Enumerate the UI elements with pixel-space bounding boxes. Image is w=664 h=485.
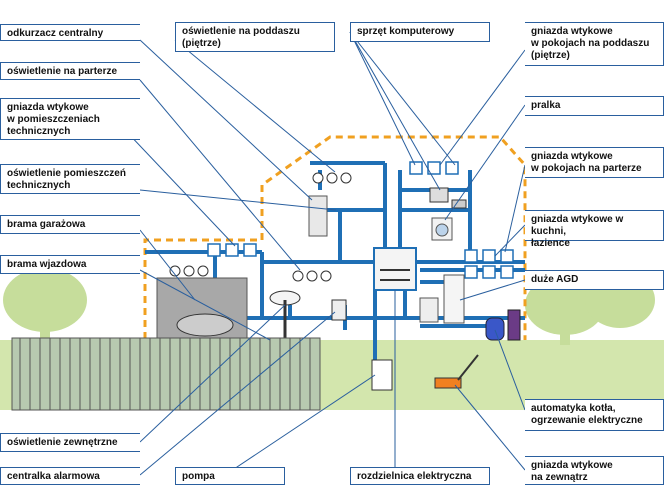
label-oswietlenie-na-parterze: oświetlenie na parterze <box>0 62 140 80</box>
label-pompa: pompa <box>175 467 285 485</box>
boiler-icon <box>485 317 505 341</box>
label-duze-agd: duże AGD <box>525 270 664 290</box>
bulb-icon <box>320 270 332 282</box>
tree-right-1 <box>525 275 605 335</box>
socket-icon <box>464 249 478 263</box>
garage-and-gate <box>11 277 321 411</box>
bulb-icon <box>312 172 324 184</box>
bulb-icon <box>197 265 209 277</box>
computer-icon <box>429 187 449 203</box>
label-centralka-alarmowa: centralka alarmowa <box>0 467 140 485</box>
bulb-icon <box>340 172 352 184</box>
tree-left <box>3 268 87 332</box>
socket-icon <box>482 249 496 263</box>
socket-icon <box>207 243 221 257</box>
bulb-icon <box>292 270 304 282</box>
socket-icon <box>445 161 459 175</box>
label-automatyka-kotla: automatyka kotła, ogrzewanie elektryczne <box>525 399 664 431</box>
socket-icon <box>243 243 257 257</box>
pump-well-icon <box>371 359 393 391</box>
lawnmower-icon <box>434 377 462 389</box>
socket-icon <box>225 243 239 257</box>
tree-right-1-trunk <box>560 320 570 345</box>
lawnmower-handle <box>457 354 479 381</box>
washing-machine-door-icon <box>435 223 449 237</box>
alarm-panel-icon <box>331 299 347 321</box>
label-brama-garazowa: brama garażowa <box>0 215 140 234</box>
stove-icon <box>419 297 439 323</box>
socket-icon <box>500 265 514 279</box>
label-gniazda-pomieszczenia-techniczne: gniazda wtykowe w pomieszczeniach techni… <box>0 98 140 140</box>
label-rozdzielnica-elektryczna: rozdzielnica elektryczna <box>350 467 490 485</box>
socket-icon <box>409 161 423 175</box>
label-brama-wjazdowa: brama wjazdowa <box>0 255 140 274</box>
label-sprzet-komputerowy: sprzęt komputerowy <box>350 22 490 42</box>
car-icon <box>176 313 234 337</box>
label-oswietlenie-pomieszczen-technicznych: oświetlenie pomieszczeń technicznych <box>0 164 140 194</box>
heater-icon <box>507 309 521 341</box>
bulb-icon <box>169 265 181 277</box>
fridge-icon <box>443 274 465 324</box>
bulb-icon <box>183 265 195 277</box>
label-gniazda-na-zewnatrz: gniazda wtykowe na zewnątrz <box>525 456 664 485</box>
label-oswietlenie-na-poddaszu: oświetlenie na poddaszu (piętrze) <box>175 22 335 52</box>
bulb-icon <box>326 172 338 184</box>
label-pralka: pralka <box>525 96 664 116</box>
light-bulbs <box>169 172 352 282</box>
label-oswietlenie-zewnetrzne: oświetlenie zewnętrzne <box>0 433 140 452</box>
socket-icon <box>464 265 478 279</box>
socket-icon <box>482 265 496 279</box>
socket-icon <box>500 249 514 263</box>
pointer-lines <box>124 31 526 476</box>
label-gniazda-pokoje-poddasze: gniazda wtykowe w pokojach na poddaszu (… <box>525 22 664 66</box>
bulb-icon <box>306 270 318 282</box>
label-odkurzacz-centralny: odkurzacz centralny <box>0 24 140 41</box>
tree-left-trunk <box>40 315 50 345</box>
label-gniazda-kuchnia-lazienka: gniazda wtykowe w kuchni, łazience <box>525 210 664 249</box>
gate-bars <box>19 338 311 410</box>
central-vacuum-icon <box>308 195 328 237</box>
gate-fence-icon <box>11 337 321 411</box>
label-gniazda-pokoje-parter: gniazda wtykowe w pokojach na parterze <box>525 147 664 178</box>
house-outline <box>143 135 527 375</box>
